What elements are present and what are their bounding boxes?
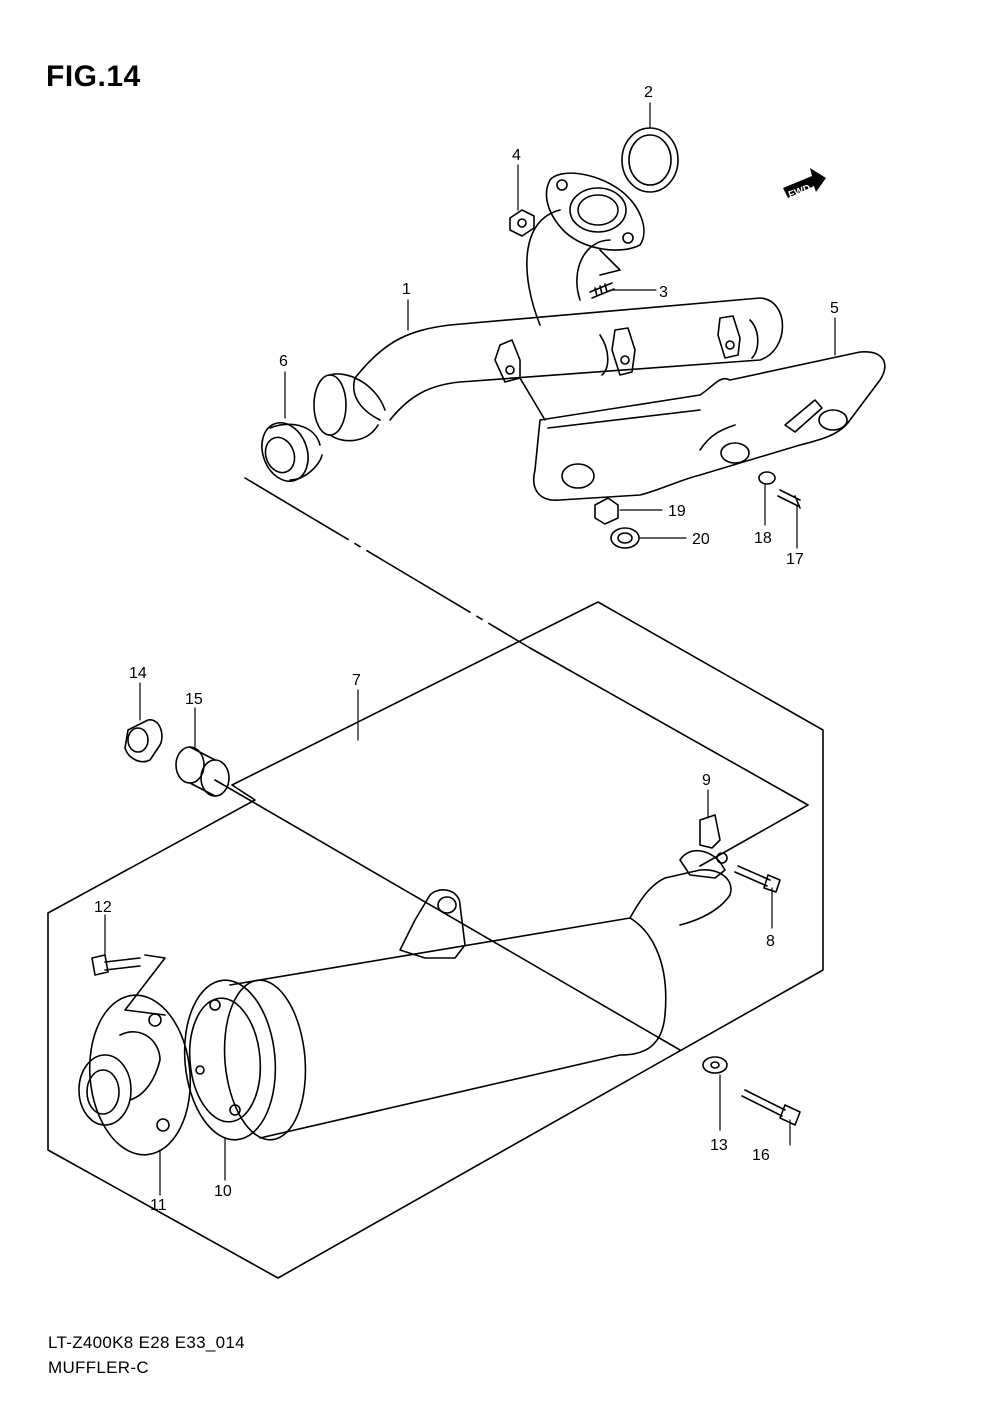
exhaust-pipe bbox=[353, 209, 784, 421]
muffler-end-flange bbox=[183, 979, 277, 1141]
spark-arrester-cap bbox=[78, 994, 192, 1156]
pipe-clamp bbox=[679, 850, 726, 879]
callout-10: 10 bbox=[214, 1183, 232, 1200]
bolt-12 bbox=[91, 954, 141, 976]
callout-12: 12 bbox=[94, 899, 112, 916]
muffler-body bbox=[223, 869, 732, 1141]
callout-19: 19 bbox=[668, 503, 686, 520]
callout-13: 13 bbox=[710, 1137, 728, 1154]
callout-17: 17 bbox=[786, 551, 804, 568]
grommet-20 bbox=[610, 527, 640, 549]
flange-nut bbox=[509, 209, 535, 237]
collar-14 bbox=[124, 719, 163, 763]
pipe-bracket-left bbox=[494, 339, 521, 383]
pipe-bracket-mid bbox=[611, 327, 636, 376]
bolt-17 bbox=[777, 489, 801, 509]
callout-5: 5 bbox=[830, 300, 839, 317]
callout-labels: 1 2 3 4 5 6 7 8 9 10 11 12 13 14 15 16 1… bbox=[94, 84, 839, 1214]
fwd-direction-arrow: FWD bbox=[783, 168, 826, 201]
washer-18 bbox=[758, 471, 776, 485]
callout-3: 3 bbox=[659, 284, 668, 301]
stud-bolt bbox=[589, 282, 615, 299]
callout-16: 16 bbox=[752, 1147, 770, 1164]
pipe-joint-sleeves bbox=[261, 373, 386, 482]
washer-13 bbox=[702, 1056, 728, 1074]
callout-2: 2 bbox=[644, 84, 653, 101]
diagram-code: LT-Z400K8 E28 E33_014 bbox=[48, 1333, 245, 1352]
connection-leader-dashed bbox=[244, 477, 531, 649]
callout-14: 14 bbox=[129, 665, 147, 682]
bolt-8 bbox=[734, 865, 781, 893]
heat-shield bbox=[519, 351, 886, 501]
muffler-assembly-divider bbox=[529, 647, 809, 867]
connection-leader-mount bbox=[214, 779, 681, 1051]
muffler-mount-bracket bbox=[399, 889, 466, 959]
nut-19 bbox=[594, 497, 619, 525]
diagram-name: MUFFLER-C bbox=[48, 1358, 149, 1377]
figure-title: FIG.14 bbox=[46, 60, 141, 93]
callout-1: 1 bbox=[402, 281, 411, 298]
exhaust-flange bbox=[545, 172, 645, 251]
callout-leaders bbox=[104, 102, 836, 1196]
callout-6: 6 bbox=[279, 353, 288, 370]
pipe-bracket-right bbox=[717, 315, 741, 359]
gasket-ring bbox=[621, 127, 679, 193]
muffler-assembly-outline bbox=[47, 601, 824, 1279]
callout-4: 4 bbox=[512, 147, 521, 164]
callout-18: 18 bbox=[754, 530, 772, 547]
callout-8: 8 bbox=[766, 933, 775, 950]
callout-11: 11 bbox=[150, 1197, 167, 1214]
callout-7: 7 bbox=[352, 672, 361, 689]
callout-9: 9 bbox=[702, 772, 711, 789]
bolt-16 bbox=[741, 1089, 801, 1126]
callout-20: 20 bbox=[692, 531, 710, 548]
callout-15: 15 bbox=[185, 691, 203, 708]
